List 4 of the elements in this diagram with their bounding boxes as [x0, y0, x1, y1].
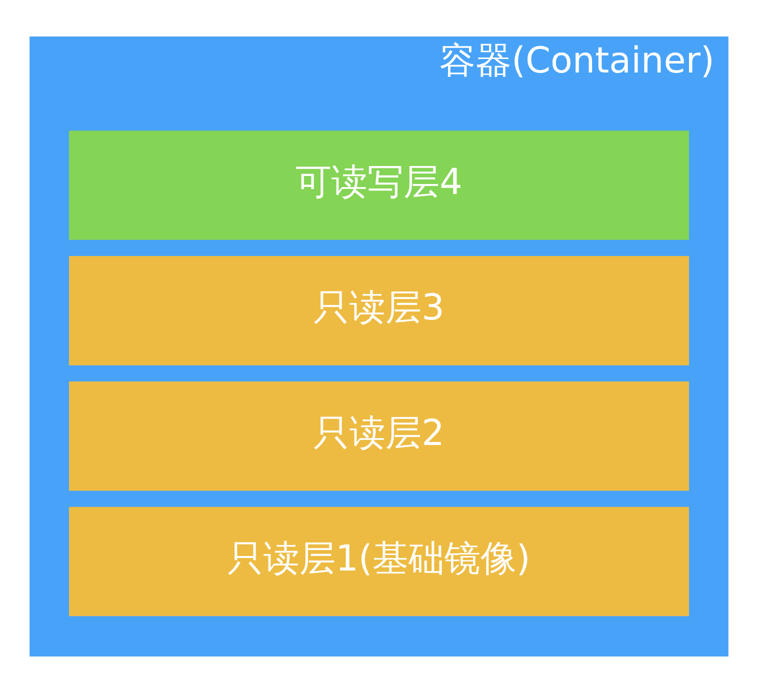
- node-box: 只读层1(基础镜像): [69, 506, 689, 616]
- node-box: 只读层3: [69, 256, 689, 365]
- node-box: 只读层2: [69, 380, 689, 490]
- node-box: 可读写层4: [69, 130, 689, 240]
